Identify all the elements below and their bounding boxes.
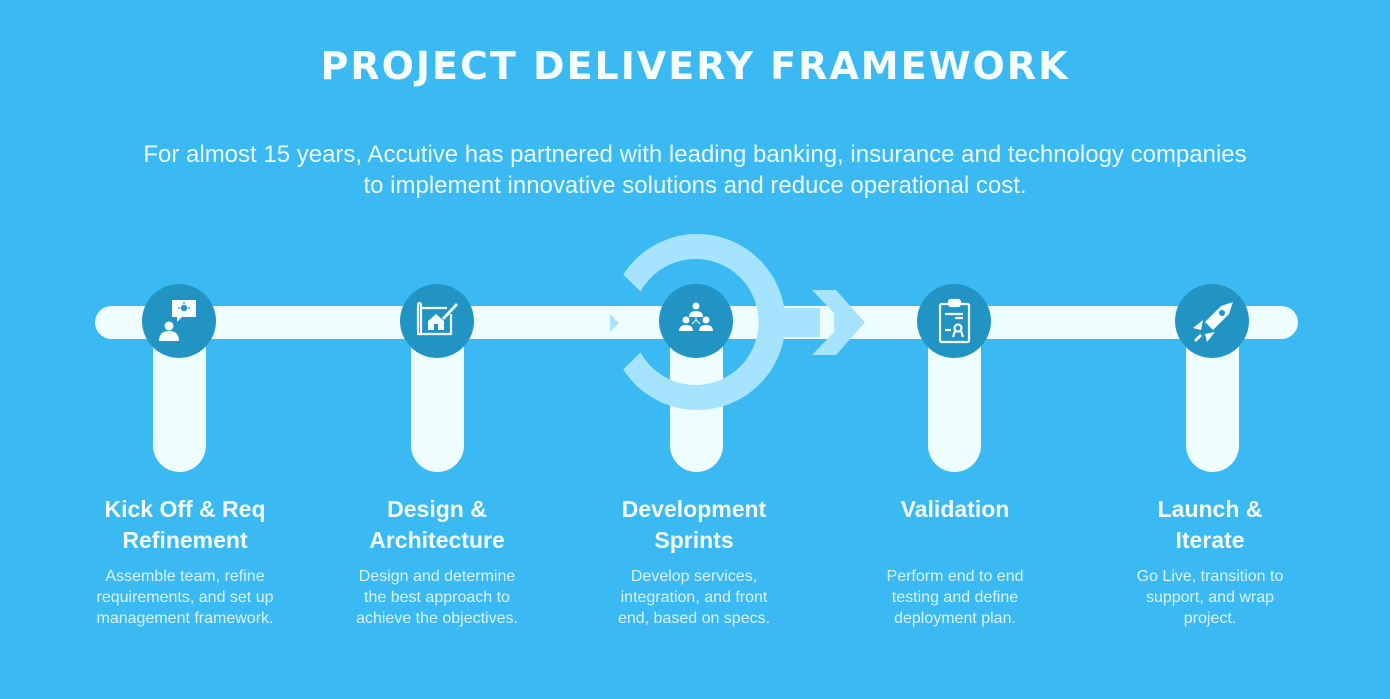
step-title-line: Kick Off & Req bbox=[104, 496, 266, 522]
step-title: Validation bbox=[840, 494, 1070, 556]
step-design: Design & Architecture Design and determi… bbox=[322, 494, 552, 629]
subtitle-line: For almost 15 years, Accutive has partne… bbox=[143, 141, 1247, 168]
step-launch: Launch & Iterate Go Live, transition to … bbox=[1095, 494, 1325, 629]
step-title: Kick Off & Req Refinement bbox=[70, 494, 300, 556]
step-description: Assemble team, refine requirements, and … bbox=[70, 566, 300, 629]
step-title-line: Architecture bbox=[369, 527, 505, 553]
subtitle-line: to implement innovative solutions and re… bbox=[363, 172, 1027, 199]
step-kickoff: Kick Off & Req Refinement Assemble team,… bbox=[70, 494, 300, 629]
step-node-1 bbox=[142, 284, 216, 358]
step-title: Launch & Iterate bbox=[1095, 494, 1325, 556]
step-stem-2 bbox=[411, 322, 464, 472]
step-title-line: Iterate bbox=[1175, 527, 1245, 553]
step-stem-1 bbox=[153, 322, 206, 472]
step-desc-line: integration, and front bbox=[620, 589, 768, 606]
step-description: Perform end to end testing and define de… bbox=[840, 566, 1070, 629]
team-hierarchy-icon bbox=[679, 302, 713, 331]
step-development: Development Sprints Develop services, in… bbox=[579, 494, 809, 629]
blueprint-house-icon bbox=[416, 301, 458, 336]
step-validation: Validation Perform end to end testing an… bbox=[840, 494, 1070, 629]
step-desc-line: project. bbox=[1183, 610, 1237, 627]
step-description: Design and determine the best approach t… bbox=[322, 566, 552, 629]
step-stem-4 bbox=[928, 322, 981, 472]
step-desc-line: Assemble team, refine bbox=[105, 568, 265, 585]
step-desc-line: requirements, and set up bbox=[96, 589, 274, 606]
step-title-line: Development bbox=[621, 496, 767, 522]
step-title-line: Launch & bbox=[1157, 496, 1263, 522]
step-title: Development Sprints bbox=[579, 494, 809, 556]
step-desc-line: end, based on specs. bbox=[617, 610, 771, 627]
step-desc-line: Design and determine bbox=[358, 568, 516, 585]
step-description: Develop services, integration, and front… bbox=[579, 566, 809, 629]
step-title: Design & Architecture bbox=[322, 494, 552, 556]
step-desc-line: achieve the objectives. bbox=[356, 610, 518, 627]
step-desc-line: support, and wrap bbox=[1145, 589, 1275, 606]
step-desc-line: deployment plan. bbox=[894, 610, 1016, 627]
step-title-line: Validation bbox=[900, 496, 1010, 522]
step-title-line: Sprints bbox=[654, 527, 734, 553]
step-title-line: Refinement bbox=[122, 527, 248, 553]
step-desc-line: Go Live, transition to bbox=[1136, 568, 1284, 585]
step-desc-line: testing and define bbox=[891, 589, 1019, 606]
step-stem-5 bbox=[1186, 322, 1239, 472]
page-title: PROJECT DELIVERY FRAMEWORK bbox=[320, 44, 1070, 88]
step-node-4 bbox=[917, 284, 991, 358]
sprint-cycle-ring-icon bbox=[623, 234, 786, 410]
page-subtitle: For almost 15 years, Accutive has partne… bbox=[60, 139, 1330, 201]
forward-arrow-icon bbox=[780, 290, 865, 355]
step-description: Go Live, transition to support, and wrap… bbox=[1095, 566, 1325, 629]
step-desc-line: Develop services, bbox=[630, 568, 758, 585]
step-desc-line: the best approach to bbox=[364, 589, 510, 606]
step-title-line: Design & bbox=[387, 496, 487, 522]
step-node-3 bbox=[659, 284, 733, 358]
step-stems bbox=[153, 322, 1239, 472]
direction-marker-icon bbox=[610, 314, 619, 332]
step-desc-line: Perform end to end bbox=[886, 568, 1024, 585]
clipboard-certificate-icon bbox=[938, 298, 971, 344]
step-desc-line: management framework. bbox=[96, 610, 274, 627]
rocket-icon bbox=[1193, 302, 1233, 342]
idea-speech-person-icon bbox=[159, 300, 196, 341]
